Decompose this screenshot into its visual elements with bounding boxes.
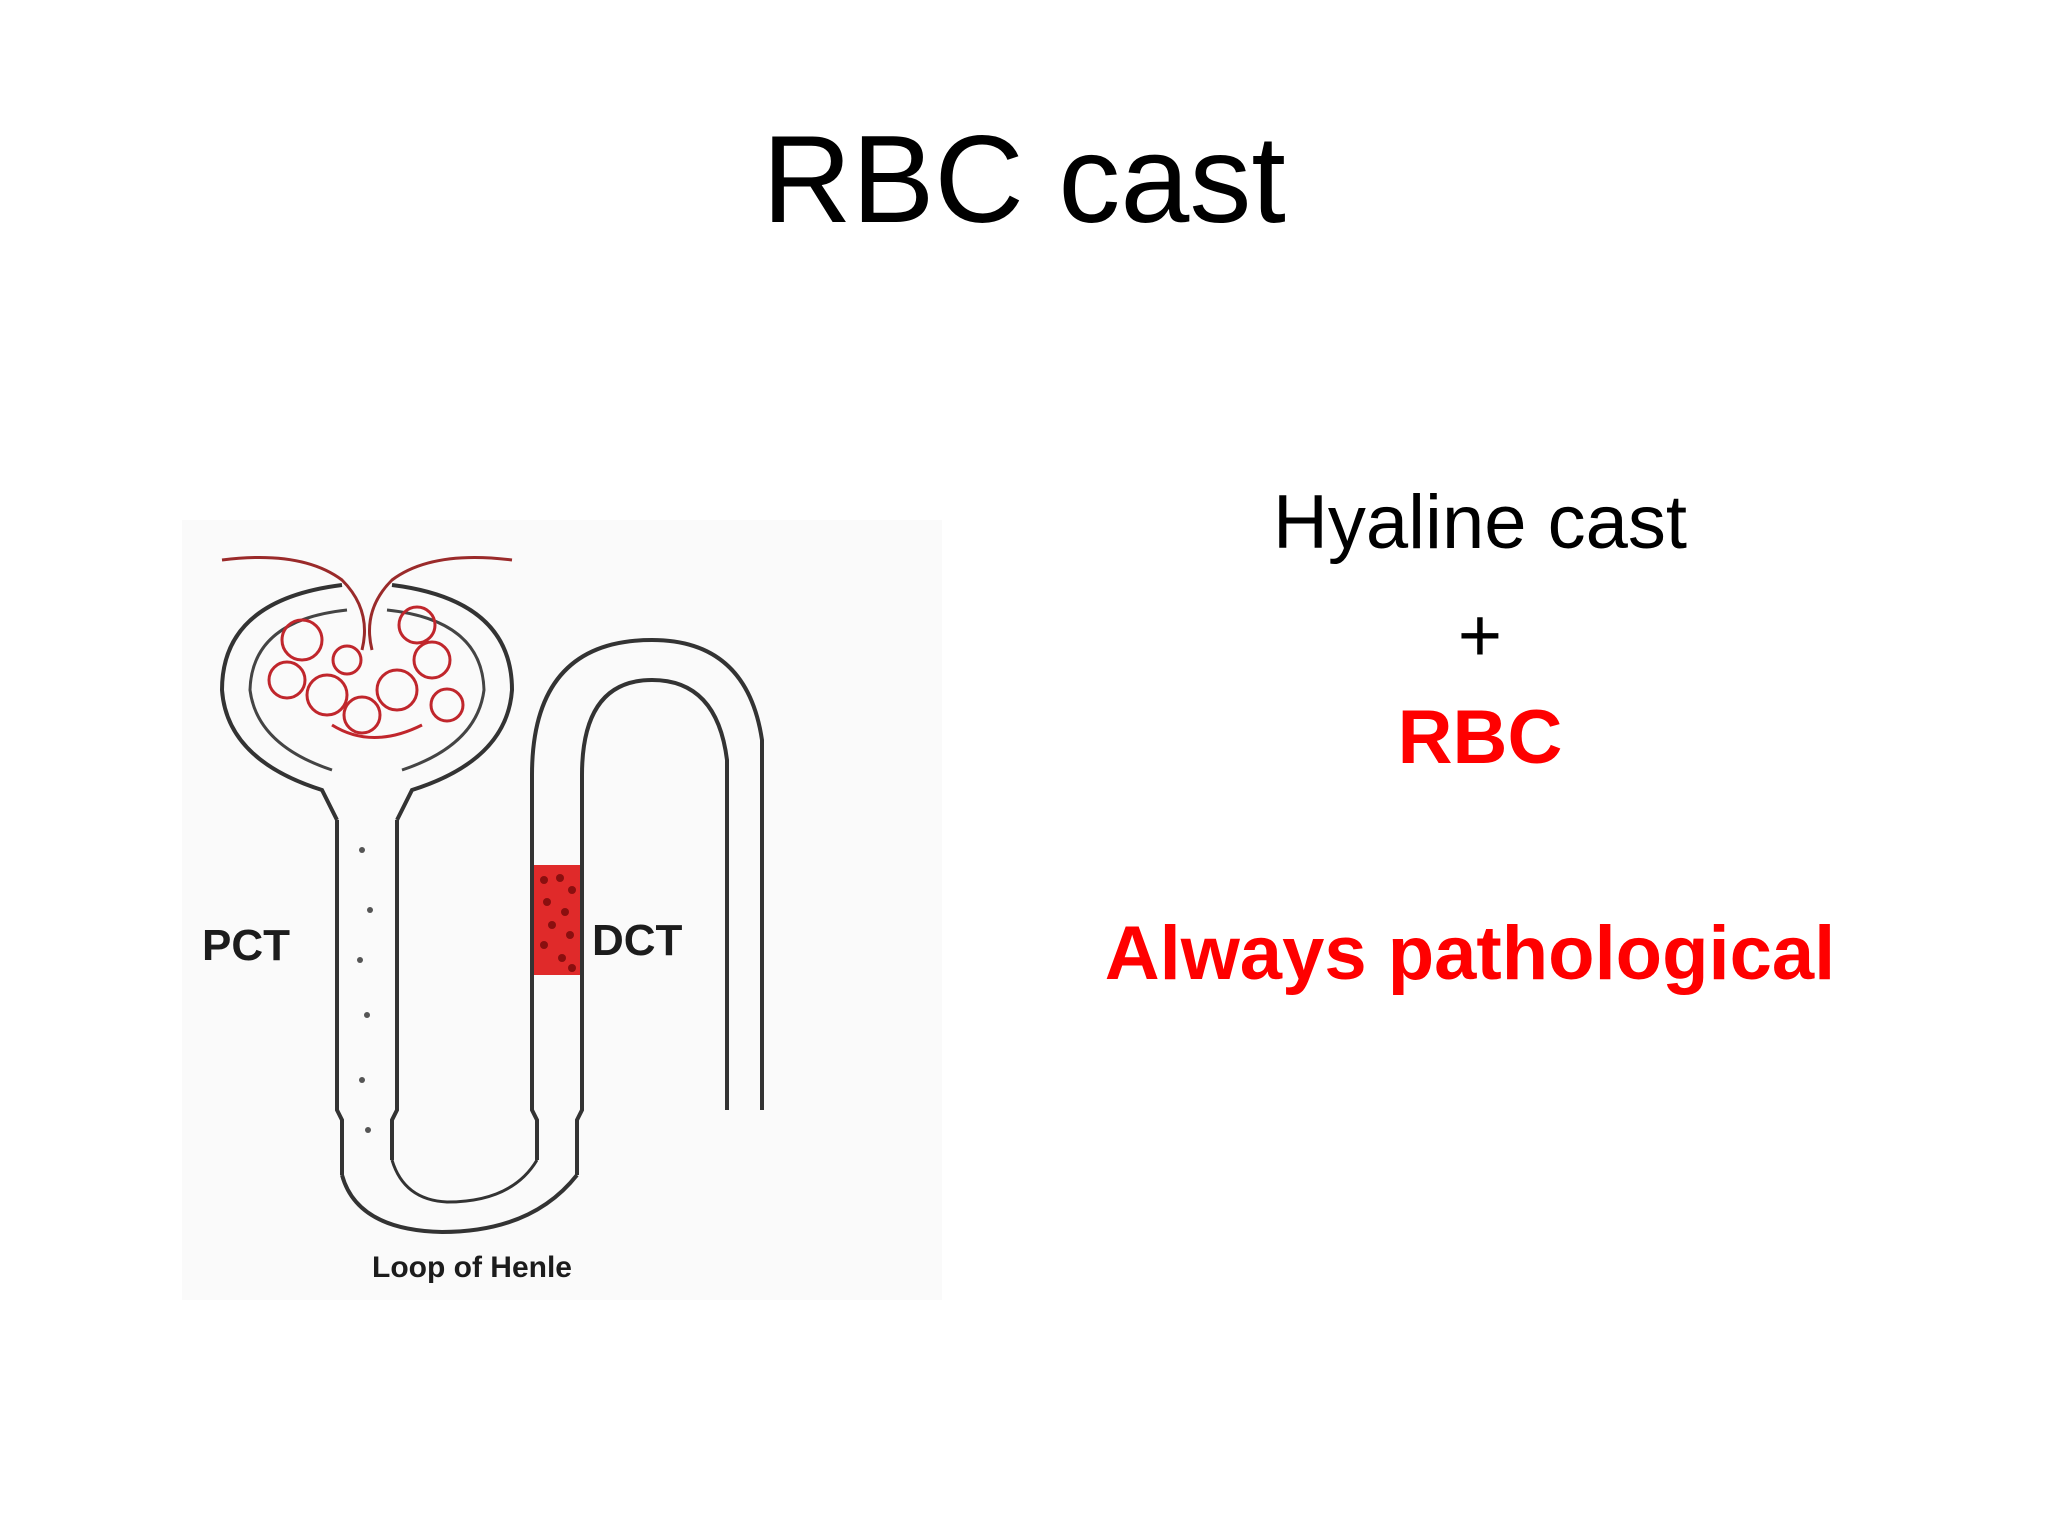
dct-wall-inner (530, 775, 539, 1160)
rbc-cast (534, 865, 580, 975)
nephron-diagram: PCT DCT Loop of Henle (182, 520, 942, 1300)
pct-particles (357, 847, 373, 1133)
loop-outer (340, 1173, 579, 1235)
loop-inner (390, 1159, 539, 1204)
dct-wall-left (575, 775, 584, 1175)
label-pct: PCT (202, 921, 290, 970)
glomerulus (267, 605, 465, 739)
nephron-svg: PCT DCT Loop of Henle (182, 520, 942, 1300)
text-rbc: RBC (1397, 695, 1563, 780)
slide-title: RBC cast (762, 111, 1286, 249)
pct-wall-right (390, 820, 399, 1160)
bowman-capsule-outer-right (391, 583, 515, 821)
afferent-arteriole (221, 556, 366, 651)
dct-arch-outer (530, 637, 764, 1110)
text-plus: + (1457, 593, 1503, 678)
dct-arch-inner (580, 677, 729, 1110)
bowman-capsule-outer-left (219, 583, 343, 821)
pct-wall-left (335, 820, 344, 1175)
efferent-arteriole (368, 556, 513, 651)
text-always-pathological: Always pathological (1104, 911, 1836, 996)
label-loop-of-henle: Loop of Henle (372, 1251, 572, 1284)
text-hyaline-cast: Hyaline cast (1273, 480, 1687, 565)
rbc-cast-texture (540, 874, 576, 972)
label-dct: DCT (592, 916, 683, 965)
